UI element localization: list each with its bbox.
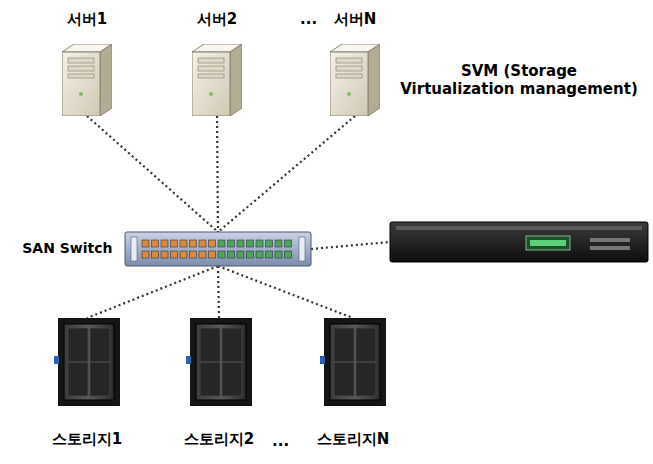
server-icon (192, 44, 242, 116)
dotted-connector (218, 266, 353, 318)
dotted-connector (218, 116, 355, 232)
node-label: 스토리지2 (184, 430, 254, 448)
ellipsis-label: ... (300, 10, 317, 28)
node-label: 스토리지1 (52, 430, 122, 448)
storage: 스토리지2 (186, 318, 252, 406)
dotted-connector (218, 266, 219, 318)
storage-icon (186, 318, 252, 406)
node-label: 서버2 (197, 10, 237, 28)
storage-icon (320, 318, 386, 406)
dotted-connector (87, 266, 218, 318)
node-label: 서버1 (67, 10, 107, 28)
node-label: SAN Switch (22, 240, 112, 257)
server-icon (330, 44, 380, 116)
dotted-connector (87, 116, 218, 232)
storage: 스토리지N (320, 318, 386, 406)
node-label: SVM (Storage Virtualization management) (379, 62, 653, 98)
server: 서버N (330, 44, 380, 116)
dotted-connector (311, 242, 390, 249)
ellipsis-label: ... (272, 432, 289, 450)
server-icon (62, 44, 112, 116)
node-label: 서버N (334, 10, 377, 28)
dotted-connector (217, 116, 218, 232)
node-label: 스토리지N (317, 430, 390, 448)
storage: 스토리지1 (54, 318, 120, 406)
svm-device: SVM (Storage Virtualization management) (390, 222, 648, 262)
san-switch-device (125, 232, 311, 266)
server: 서버2 (192, 44, 242, 116)
server: 서버1 (62, 44, 112, 116)
san-switch: SAN Switch (125, 232, 311, 266)
svm-device (390, 222, 648, 262)
storage-icon (54, 318, 120, 406)
